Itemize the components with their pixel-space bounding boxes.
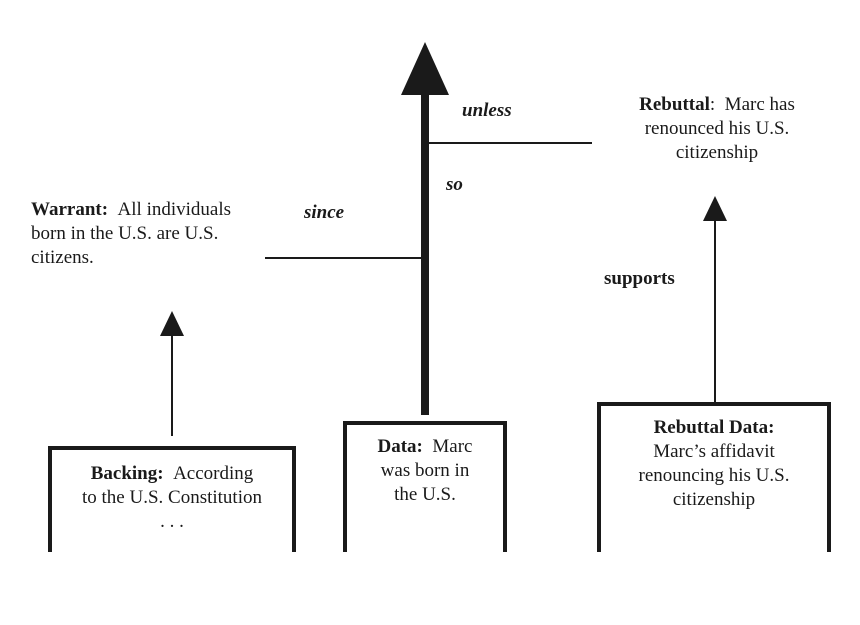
backing-line: According	[173, 463, 254, 484]
data-heading: Data:	[377, 436, 423, 457]
data-line: Marc	[432, 436, 473, 457]
backing-heading: Backing:	[90, 463, 164, 484]
warrant-line: citizens.	[31, 247, 94, 268]
since-label: since	[304, 202, 345, 223]
backing-box: Backing: According to the U.S. Constitut…	[48, 446, 296, 552]
data-line: was born in	[380, 460, 470, 481]
supports-label: supports	[604, 268, 675, 289]
backing-arrowhead	[160, 311, 184, 336]
backing-line: to the U.S. Constitution	[82, 487, 262, 508]
warrant-text: Warrant: All individuals born in the U.S…	[31, 198, 291, 270]
warrant-line: All individuals	[117, 199, 232, 220]
rebuttal-line: citizenship	[675, 142, 759, 163]
main-claim-arrowhead	[401, 42, 449, 95]
rebuttal-line: Marc has	[724, 94, 795, 115]
data-line: the U.S.	[394, 484, 456, 505]
rebuttal-text: Rebuttal: Marc has renounced his U.S. ci…	[602, 93, 832, 165]
warrant-line: born in the U.S. are U.S.	[31, 223, 219, 244]
backing-line: . . .	[160, 511, 184, 532]
rebuttal-data-line: citizenship	[672, 489, 756, 510]
so-label: so	[446, 174, 463, 195]
rebuttal-data-line: Marc’s affidavit	[653, 441, 775, 462]
data-box: Data: Marc was born in the U.S.	[343, 421, 507, 552]
rebuttal-heading-colon: :	[709, 94, 716, 115]
supports-arrowhead	[703, 196, 727, 221]
rebuttal-data-box: Rebuttal Data: Marc’s affidavit renounci…	[597, 402, 831, 552]
unless-label: unless	[462, 100, 512, 121]
rebuttal-line: renounced his U.S.	[644, 118, 790, 139]
warrant-heading: Warrant:	[31, 199, 109, 220]
rebuttal-heading: Rebuttal	[639, 94, 710, 115]
rebuttal-data-line: renouncing his U.S.	[638, 465, 790, 486]
rebuttal-data-heading: Rebuttal Data:	[653, 417, 775, 438]
